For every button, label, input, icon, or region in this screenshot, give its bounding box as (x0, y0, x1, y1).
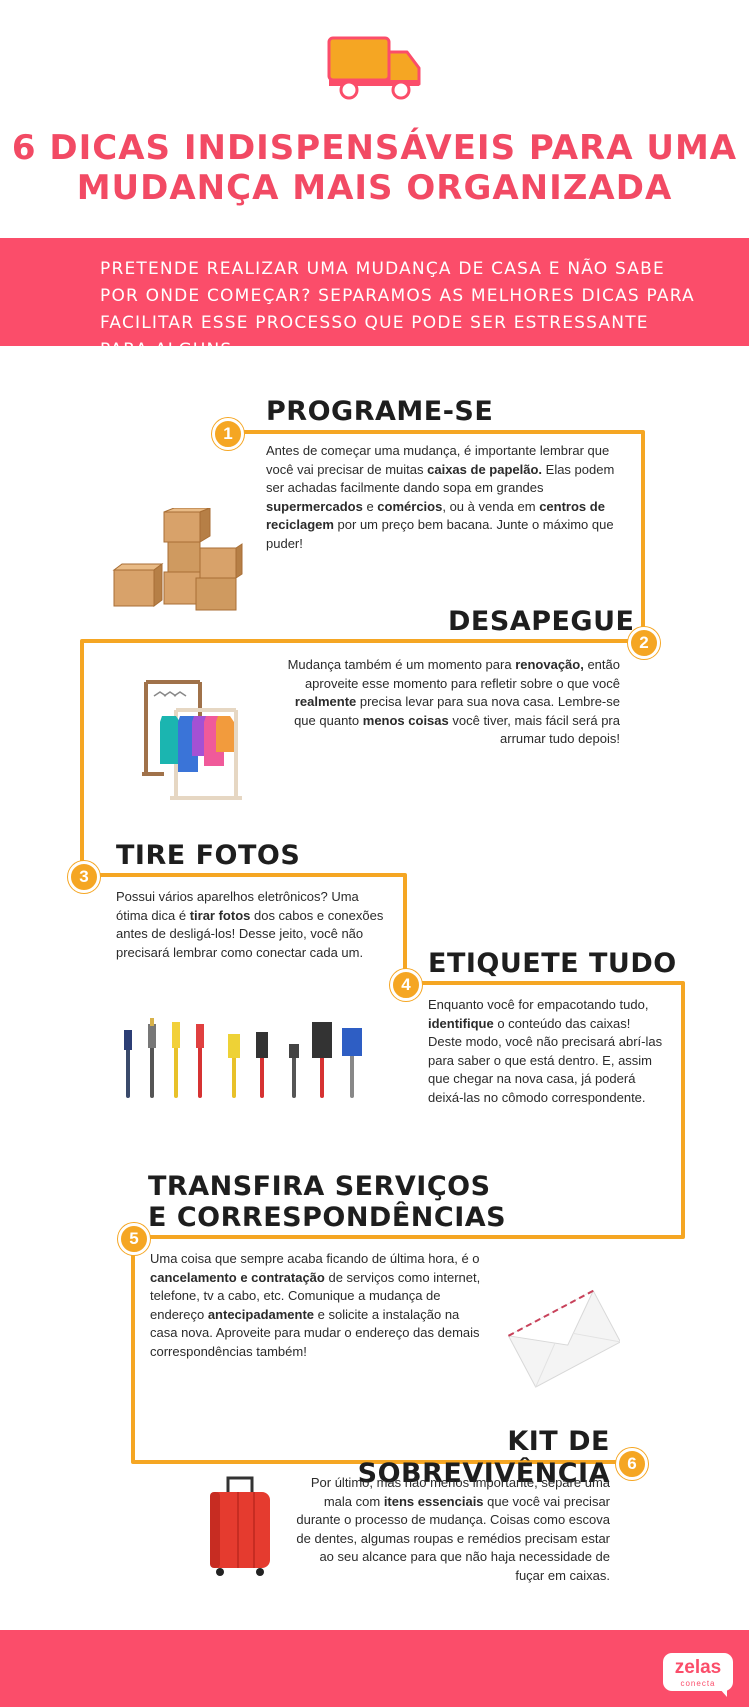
step-body-6: Por último, mas não menos importante, se… (296, 1474, 610, 1585)
emphasis-text: realmente (294, 694, 357, 709)
emphasis-text: tirar fotos (189, 907, 251, 923)
body-text: dos cabos e conexões antes de desligá-lo… (116, 907, 384, 960)
logo-tail (719, 1688, 727, 1697)
step-body-5: Uma coisa que sempre acaba ficando de úl… (150, 1250, 490, 1361)
body-text: Uma coisa que sempre acaba ficando de úl… (150, 1251, 480, 1266)
cardboard-boxes-icon (112, 508, 243, 611)
step-number-1: 1 (212, 418, 244, 450)
emphasis-text: antecipadamente (207, 1306, 315, 1322)
body-text: precisa levar para sua nova casa. Lembre… (294, 694, 620, 728)
body-text: que você vai precisar durante o processo… (296, 1493, 610, 1583)
emphasis-text: supermercados (266, 498, 363, 514)
step-body-2: Mudança também é um momento para renovaç… (282, 656, 620, 749)
emphasis-text: caixas de papelão. (427, 461, 543, 477)
step-title-1: PROGRAME-SE (266, 396, 494, 427)
step-body-3: Possui vários aparelhos eletrônicos? Uma… (116, 888, 386, 962)
footer-band (0, 1630, 749, 1707)
page-title: 6 DICAS INDISPENSÁVEIS PARA UMA MUDANÇA … (0, 128, 749, 208)
title-line-1: 6 DICAS INDISPENSÁVEIS PARA UMA (11, 128, 738, 168)
body-text: Por último, mas não menos importante, se… (310, 1475, 610, 1509)
step-body-1: Antes de começar uma mudança, é importan… (266, 442, 622, 553)
step-title-6: KIT DE SOBREVIVÊNCIA (357, 1426, 610, 1489)
step-number-4: 4 (390, 969, 422, 1001)
step-number-2: 2 (628, 627, 660, 659)
cables-icon (124, 1018, 362, 1098)
logo-sub: conecta (680, 1679, 716, 1688)
body-text: Antes de começar uma mudança, é importan… (266, 443, 610, 477)
body-text: e (362, 498, 378, 514)
suitcase-icon (210, 1476, 270, 1576)
body-text: você tiver, mais fácil será pra arrumar … (448, 712, 620, 747)
emphasis-text: centros de reciclagem (266, 498, 605, 533)
intro-band (0, 238, 749, 346)
step-title-3: TIRE FOTOS (116, 840, 301, 871)
step-title-5-line-1: TRANSFIRA SERVIÇOS (148, 1171, 491, 1202)
step-title-4: ETIQUETE TUDO (428, 948, 677, 979)
step-title-5-line-2: E CORRESPONDÊNCIAS (148, 1202, 507, 1233)
step-number-6: 6 (616, 1448, 648, 1480)
zelas-logo: zelas conecta (663, 1653, 733, 1691)
body-text: Mudança também é um momento para (287, 657, 516, 672)
step-title-5: TRANSFIRA SERVIÇOS E CORRESPONDÊNCIAS (148, 1171, 506, 1233)
clothes-rack-icon (142, 680, 242, 800)
body-text: de serviços como internet, telefone, tv … (150, 1269, 481, 1322)
title-line-2: MUDANÇA MAIS ORGANIZADA (76, 168, 673, 208)
emphasis-text: comércios (377, 498, 443, 514)
emphasis-text: identifique (428, 1015, 494, 1031)
body-text: , ou à venda em (442, 498, 540, 514)
truck-icon (327, 36, 421, 100)
emphasis-text: menos coisas (362, 712, 449, 728)
step-title-2: DESAPEGUE (448, 606, 635, 637)
body-text: e solicite a instalação na casa nova. Ap… (150, 1306, 480, 1359)
body-text: o conteúdo das caixas! Deste modo, você … (428, 1015, 663, 1105)
step-number-3: 3 (68, 861, 100, 893)
emphasis-text: renovação, (515, 657, 584, 672)
envelope-icon (508, 1289, 620, 1388)
step-body-4: Enquanto você for empacotando tudo, iden… (428, 996, 664, 1107)
body-text: por um preço bem bacana. Junte o máximo … (266, 517, 614, 551)
intro-text: Pretende realizar uma mudança de casa e … (100, 259, 695, 360)
emphasis-text: itens essenciais (383, 1493, 484, 1509)
step-number-5: 5 (118, 1223, 150, 1255)
body-text: Possui vários aparelhos eletrônicos? Uma… (116, 889, 359, 923)
logo-main: zelas (674, 1657, 722, 1678)
body-text: então aproveite esse momento para reflet… (304, 657, 620, 691)
body-text: Elas podem ser achadas facilmente dando … (266, 461, 615, 496)
emphasis-text: cancelamento e contratação (150, 1269, 325, 1285)
body-text: Enquanto você for empacotando tudo, (428, 997, 649, 1012)
